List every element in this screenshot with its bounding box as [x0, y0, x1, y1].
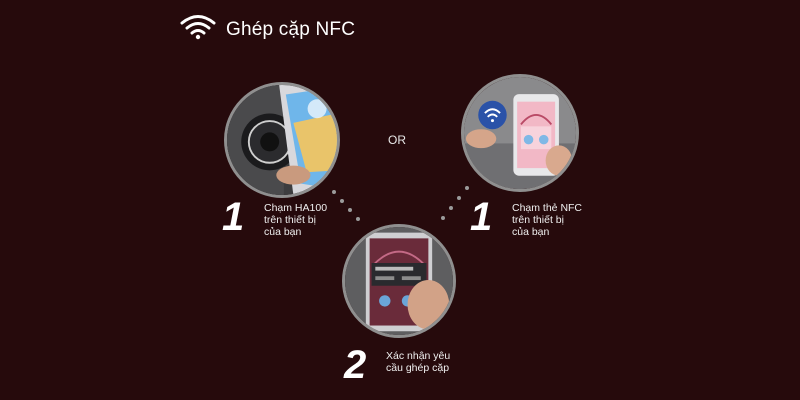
page-title: Ghép cặp NFC	[226, 18, 356, 40]
step-line: Chạm thẻ NFC	[512, 202, 583, 214]
step-confirm-pairing: 2 Xác nhận yêu cầu ghép cặp	[344, 343, 450, 387]
step-line: trên thiết bị	[512, 214, 564, 226]
step-touch-nfc-tag: 1 Chạm thẻ NFC trên thiết bị của bạn	[470, 195, 582, 239]
step-number: 1	[470, 195, 493, 239]
phone-touch-device-photo	[224, 82, 340, 198]
header: Ghép cặp NFC	[180, 14, 355, 45]
step-line: của bạn	[512, 226, 550, 238]
wifi-icon	[180, 14, 216, 45]
step-description: Chạm thẻ NFC trên thiết bị của bạn	[512, 202, 582, 238]
step-number: 1	[222, 195, 245, 239]
step-number: 2	[344, 343, 367, 387]
step-line: cầu ghép cặp	[386, 362, 450, 374]
phone-nfc-tag-photo	[461, 74, 579, 192]
or-separator: OR	[388, 133, 406, 147]
step-line: Chạm HA100	[264, 202, 328, 214]
pairing-confirm-photo	[342, 224, 456, 338]
step-line: trên thiết bị	[264, 214, 316, 226]
step-description: Chạm HA100 trên thiết bị của bạn	[264, 202, 327, 238]
step-description: Xác nhận yêu cầu ghép cặp	[386, 350, 450, 374]
step-line: của bạn	[264, 226, 302, 238]
step-touch-device: 1 Chạm HA100 trên thiết bị của bạn	[222, 195, 327, 239]
step-line: Xác nhận yêu	[386, 350, 451, 362]
